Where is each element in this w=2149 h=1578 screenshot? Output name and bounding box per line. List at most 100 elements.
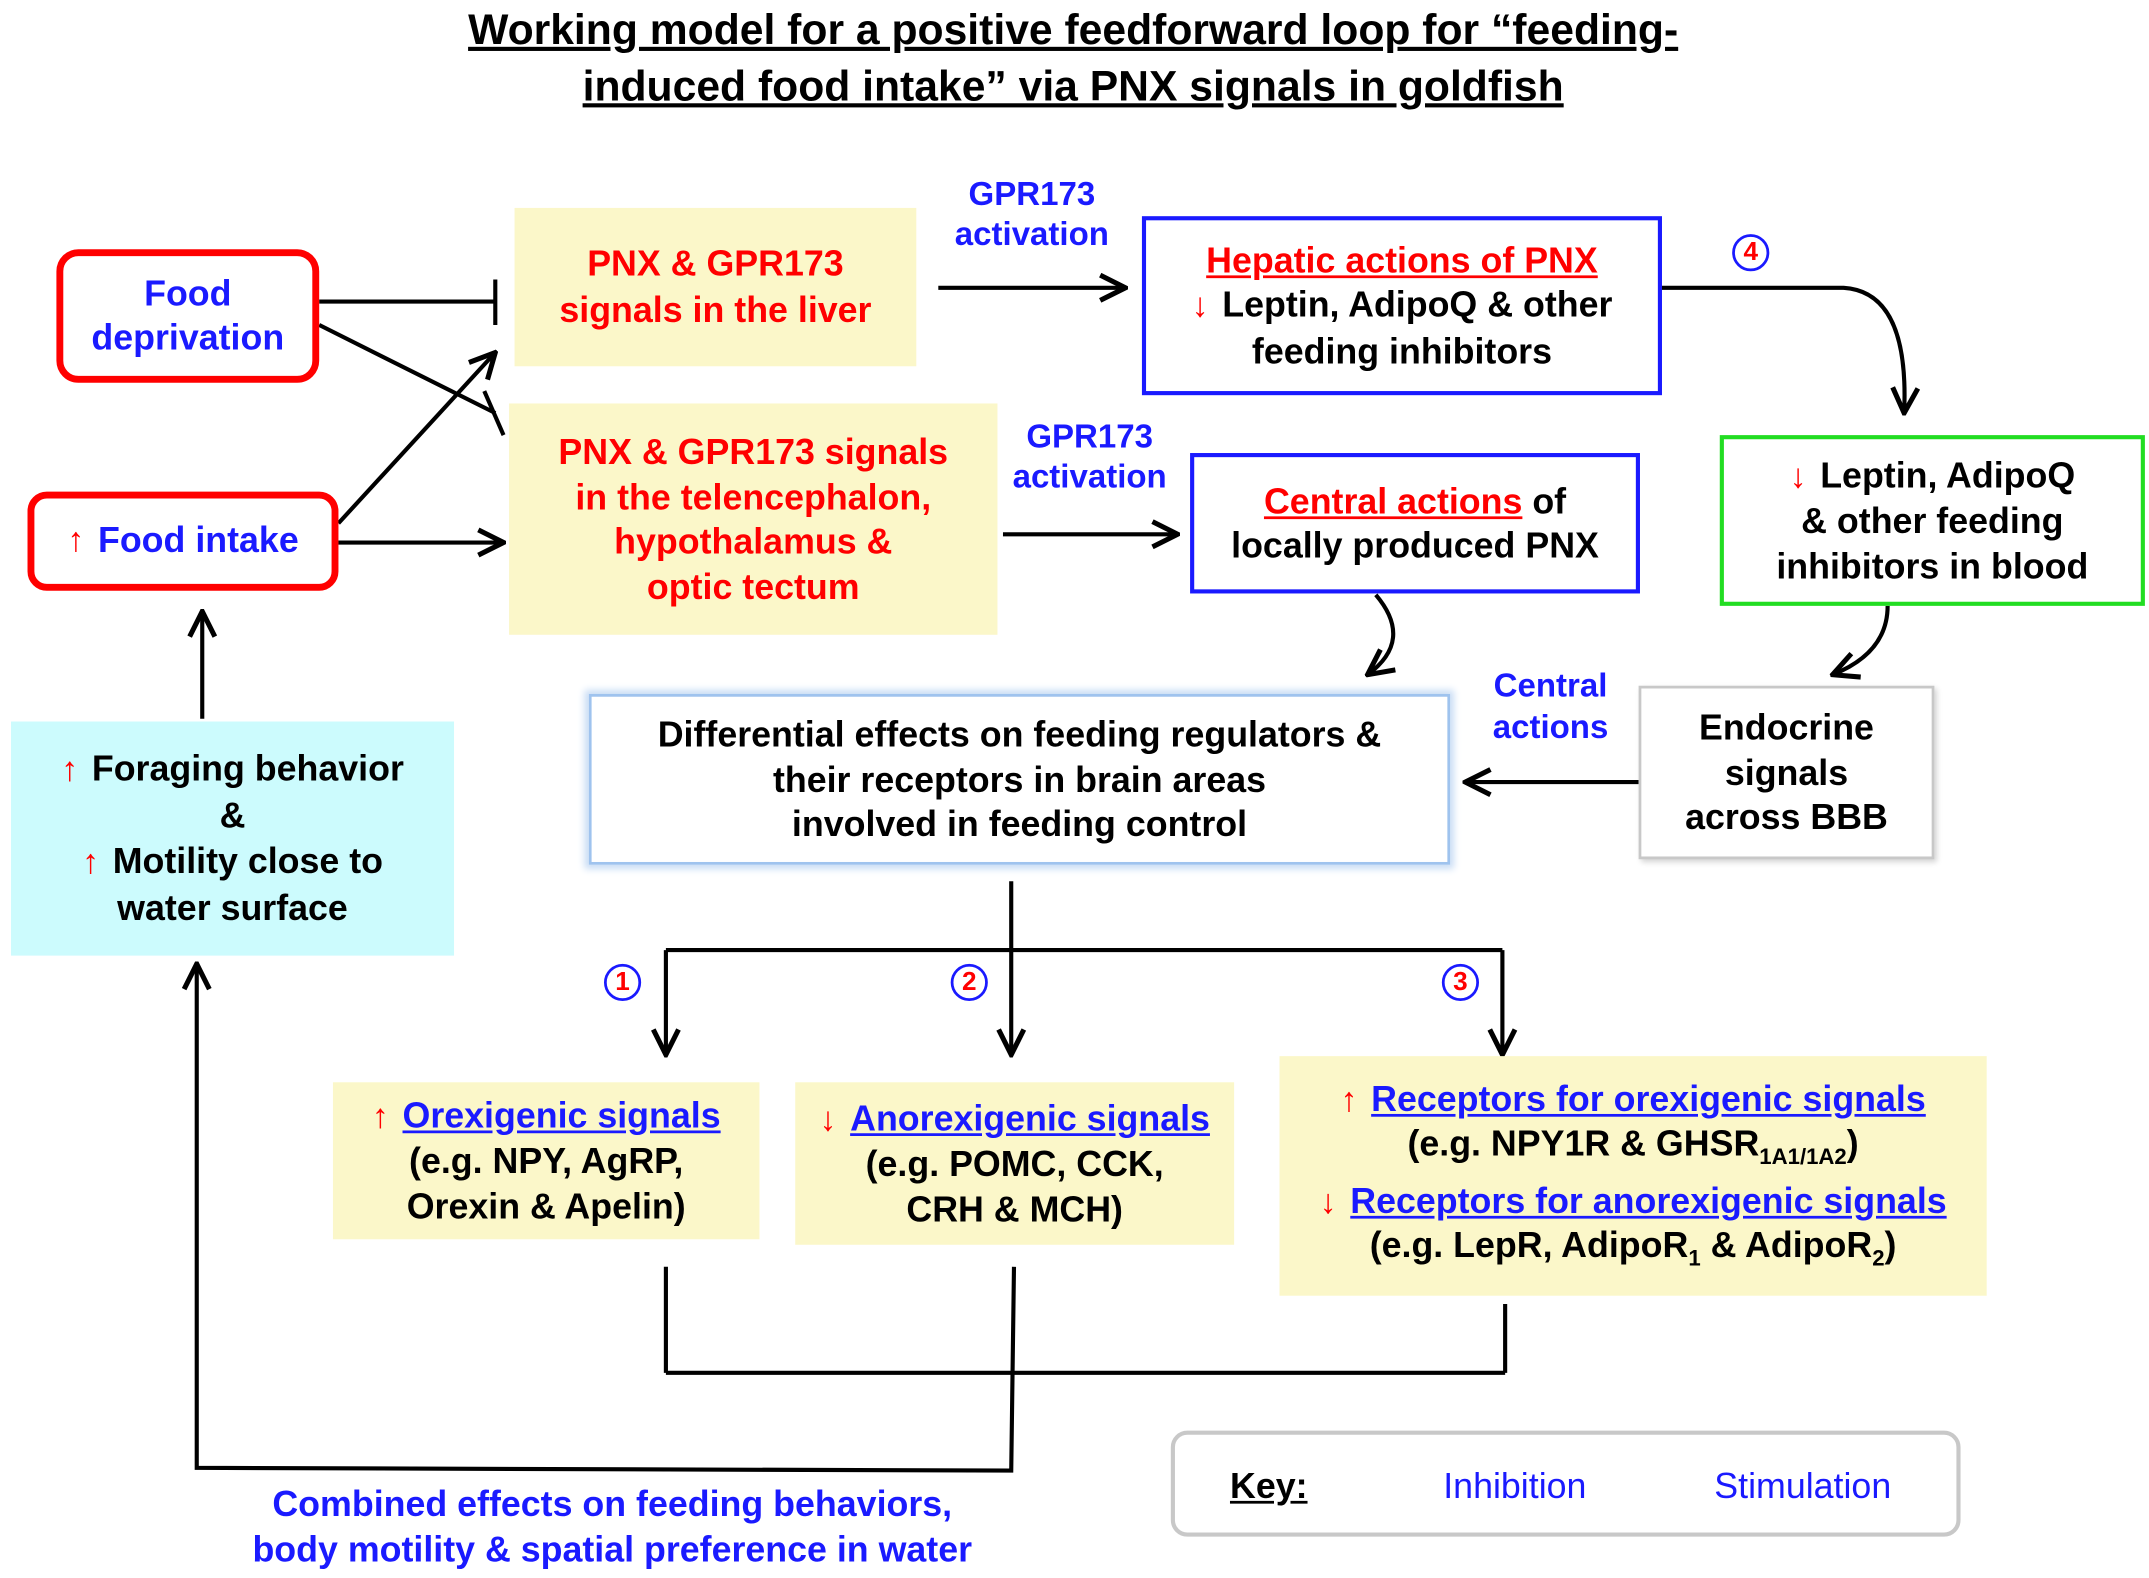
gpr173-top-line-1: GPR173 <box>968 176 1096 214</box>
central-actions-label: Central actions <box>1475 666 1626 749</box>
anorexigenic-title: Anorexigenic signals <box>850 1096 1210 1139</box>
combined-line-2: body motility & spatial preference in wa… <box>252 1528 973 1570</box>
gpr173-top-line-2: activation <box>954 215 1109 254</box>
orexigenic-title-line: ↑ Orexigenic signals <box>372 1093 721 1140</box>
food-deprivation-line-2: deprivation <box>91 316 285 358</box>
step-number-1: 1 <box>603 963 642 1002</box>
foraging-line-1: ↑ Foraging behavior <box>61 746 404 792</box>
step-number-2: 2 <box>950 963 988 1002</box>
central-actions-title-tail: of <box>1522 479 1567 522</box>
brain-signals-line-4: optic tectum <box>646 565 860 607</box>
blood-inhibitors-line-2: & other feeding <box>1801 499 2064 541</box>
differential-effects-box: Differential effects on feeding regulato… <box>588 693 1451 865</box>
receptors-line-4-sub-1: 1 <box>1688 1246 1701 1272</box>
receptors-box: ↑ Receptors for orexigenic signals (e.g. … <box>1279 1056 1987 1296</box>
gpr173-activation-top-label: GPR173 activation <box>936 176 1129 255</box>
brain-signals-box: PNX & GPR173 signals in the telencephalo… <box>509 403 998 635</box>
down-arrow-icon: ↓ <box>1319 1184 1337 1222</box>
receptors-line-2-subscript: 1A1/1A2 <box>1759 1144 1847 1170</box>
orexigenic-line-2: (e.g. NPY, AgRP, <box>409 1140 684 1183</box>
anorexigenic-line-3: CRH & MCH) <box>906 1188 1123 1230</box>
differential-line-3: involved in feeding control <box>791 803 1248 845</box>
foraging-line-4: water surface <box>117 886 348 928</box>
receptors-anorexigenic-examples: (e.g. LepR, AdipoR1 & AdipoR2) <box>1370 1224 1897 1273</box>
combined-line-1: Combined effects on feeding behaviors, <box>272 1482 953 1525</box>
orexigenic-line-3: Orexin & Apelin) <box>406 1185 686 1227</box>
receptors-line-2-tail: ) <box>1846 1122 1859 1164</box>
foraging-line-2: & <box>219 794 246 836</box>
endocrine-box: Endocrine signals across BBB <box>1638 685 1935 860</box>
foraging-line-3: ↑ Motility close to <box>82 839 383 885</box>
gpr173-activation-mid-label: GPR173 activation <box>993 419 1186 498</box>
up-arrow-icon: ↑ <box>371 1098 389 1136</box>
receptors-orexigenic-examples: (e.g. NPY1R & GHSR1A1/1A2) <box>1407 1122 1858 1171</box>
receptors-orexigenic-title: Receptors for orexigenic signals <box>1371 1078 1926 1120</box>
inhibit-bar-brain <box>482 390 506 436</box>
endocrine-line-1: Endocrine <box>1699 706 1874 749</box>
receptors-line-2-text: (e.g. NPY1R & GHSR <box>1407 1122 1760 1164</box>
brain-signals-line-2: in the telencephalon, <box>575 475 932 518</box>
key-inhibition-label: Inhibition <box>1443 1465 1587 1507</box>
key-title: Key: <box>1229 1465 1308 1507</box>
combined-effects-label: Combined effects on feeding behaviors, b… <box>206 1482 1018 1572</box>
hepatic-actions-line-3: feeding inhibitors <box>1251 330 1552 372</box>
blood-inhibitors-box: ↓ Leptin, AdipoQ & other feeding inhibito… <box>1719 435 2145 606</box>
foraging-line-3-text: Motility close to <box>112 839 384 882</box>
arrow-intake-liver <box>336 353 495 525</box>
anorexigenic-line-2: (e.g. POMC, CCK, <box>865 1143 1164 1185</box>
receptors-anorexigenic-title: Receptors for anorexigenic signals <box>1350 1180 1947 1222</box>
key-stimulation-label: Stimulation <box>1714 1465 1892 1507</box>
food-intake-label: Food intake <box>97 519 299 561</box>
diagram-title: Working model for a positive feedforward… <box>275 3 1871 116</box>
hepatic-actions-box: Hepatic actions of PNX ↓Leptin, AdipoQ &… <box>1141 216 1662 396</box>
receptors-line-4-a: (e.g. LepR, AdipoR <box>1369 1224 1689 1266</box>
gpr173-mid-line-2: activation <box>1012 458 1167 496</box>
central-actions-box: Central actions of locally produced PNX <box>1190 453 1640 594</box>
food-deprivation-box: Food deprivation <box>56 249 320 383</box>
gpr173-mid-line-1: GPR173 <box>1026 418 1153 456</box>
down-arrow-icon: ↓ <box>1789 458 1807 496</box>
receptors-line-4-c: ) <box>1884 1224 1897 1266</box>
differential-line-1: Differential effects on feeding regulato… <box>657 713 1382 755</box>
receptors-anorexigenic-title-line: ↓ Receptors for anorexigenic signals <box>1320 1180 1947 1224</box>
endocrine-line-2: signals <box>1724 751 1849 793</box>
liver-signals-box: PNX & GPR173 signals in the liver <box>514 207 917 367</box>
arrow-hepatic-blood <box>1661 285 1905 413</box>
blood-inhibitors-line-1-text: Leptin, AdipoQ <box>1820 453 2076 496</box>
up-arrow-icon: ↑ <box>81 844 99 882</box>
liver-signals-line-2: signals in the liver <box>559 288 872 330</box>
endocrine-line-3: across BBB <box>1685 796 1888 838</box>
down-arrow-icon: ↓ <box>819 1100 837 1139</box>
step-number-3: 3 <box>1441 963 1480 1002</box>
key-legend-box <box>1170 1430 1961 1537</box>
blood-inhibitors-line-3: inhibitors in blood <box>1776 544 2089 586</box>
liver-signals-line-1: PNX & GPR173 <box>587 241 844 284</box>
brain-signals-line-1: PNX & GPR173 signals <box>558 430 949 473</box>
hepatic-actions-line-2-text: Leptin, AdipoQ & other <box>1222 283 1613 326</box>
food-intake-box: ↑ Food intake <box>27 491 339 591</box>
feedback-path <box>197 964 1017 1473</box>
foraging-line-1-text: Foraging behavior <box>91 747 404 790</box>
title-line-1: Working model for a positive feedforward… <box>468 5 1679 54</box>
brain-signals-line-3: hypothalamus & <box>614 520 893 562</box>
title-line-2: induced food intake” via PNX signals in … <box>582 61 1564 111</box>
receptors-line-4-b: & AdipoR <box>1700 1224 1873 1266</box>
down-arrow-icon: ↓ <box>1191 288 1209 326</box>
foraging-box: ↑Foraging behavior & ↑Motility close to … <box>11 721 455 956</box>
blood-inhibitors-line-1: ↓ Leptin, AdipoQ <box>1789 453 2075 499</box>
central-actions-title: Central actions <box>1263 479 1523 522</box>
step-number-4: 4 <box>1732 234 1770 272</box>
receptors-orexigenic-title-line: ↑ Receptors for orexigenic signals <box>1340 1078 1925 1122</box>
orexigenic-title: Orexigenic signals <box>402 1094 721 1136</box>
receptors-line-4-sub-2: 2 <box>1872 1246 1885 1272</box>
anorexigenic-box: ↓ Anorexigenic signals (e.g. POMC, CCK, C… <box>795 1082 1235 1245</box>
up-arrow-icon: ↑ <box>67 522 85 560</box>
central-label-line-1: Central <box>1493 667 1608 706</box>
differential-line-2: their receptors in brain areas <box>772 758 1267 800</box>
orexigenic-box: ↑ Orexigenic signals (e.g. NPY, AgRP, Ore… <box>332 1082 760 1240</box>
central-actions-line-2: locally produced PNX <box>1231 524 1599 566</box>
up-arrow-icon: ↑ <box>1340 1082 1358 1120</box>
up-arrow-icon: ↑ <box>61 751 79 790</box>
central-label-line-2: actions <box>1492 709 1609 747</box>
